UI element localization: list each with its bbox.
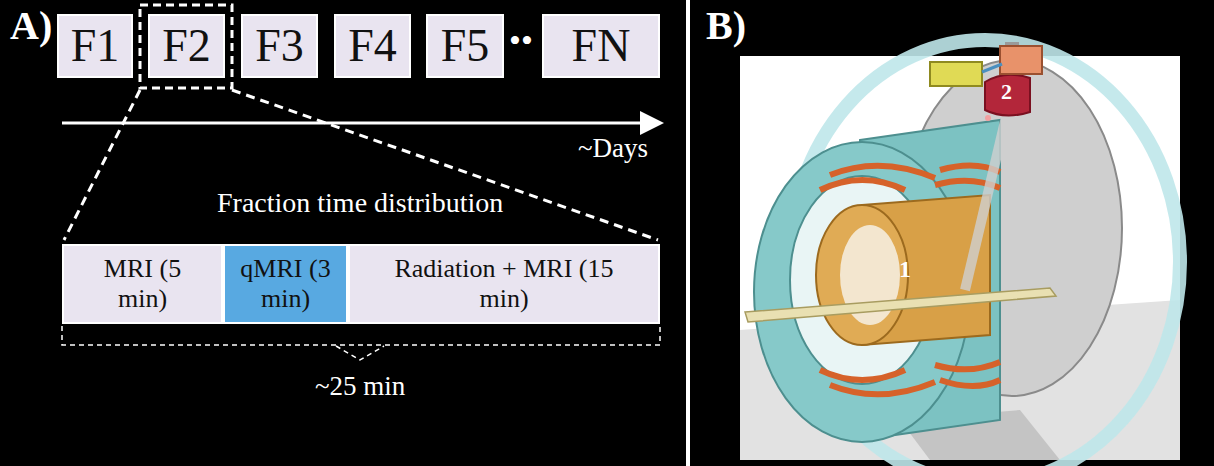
box-text: Radiation + MRI (15 min): [384, 254, 624, 314]
callout-number: 1: [899, 256, 911, 282]
bracket: [62, 326, 660, 345]
annotation: ~25 min: [315, 372, 405, 402]
fraction-box: F4: [334, 14, 411, 78]
time-segment-box: Radiation + MRI (15 min): [348, 244, 660, 324]
fraction-box: FN: [542, 14, 660, 78]
box-text: FN: [572, 20, 631, 73]
time-axis: [62, 122, 645, 125]
fraction-box: F2: [148, 14, 225, 78]
box-text: F3: [255, 20, 304, 73]
annotation: Fraction time distribution: [217, 188, 503, 219]
box-text: MRI (5 min): [83, 254, 203, 314]
time-segment-box: qMRI (3 min): [223, 244, 348, 324]
box-text: F5: [441, 20, 490, 73]
zoom-line: [64, 90, 140, 240]
zoom-box: [140, 5, 232, 88]
axis-arrowhead: [640, 111, 664, 135]
annotation: ~Days: [578, 134, 648, 164]
box-text: F1: [71, 20, 120, 73]
panel-label: B): [706, 4, 746, 48]
annotation: ••: [509, 22, 533, 59]
box-text: F2: [162, 20, 211, 73]
callout-number: 2: [1001, 80, 1012, 104]
box-text: F4: [348, 20, 397, 73]
panel-label: A): [10, 4, 52, 48]
fraction-box: F1: [57, 14, 133, 78]
mri-linac-illustration: [740, 40, 1180, 466]
bracket-tip: [336, 346, 384, 360]
panel-divider: [686, 0, 690, 466]
fraction-box: F5: [426, 14, 504, 78]
box-text: qMRI (3 min): [236, 254, 336, 314]
fraction-box: F3: [241, 14, 318, 78]
time-segment-box: MRI (5 min): [62, 244, 223, 324]
